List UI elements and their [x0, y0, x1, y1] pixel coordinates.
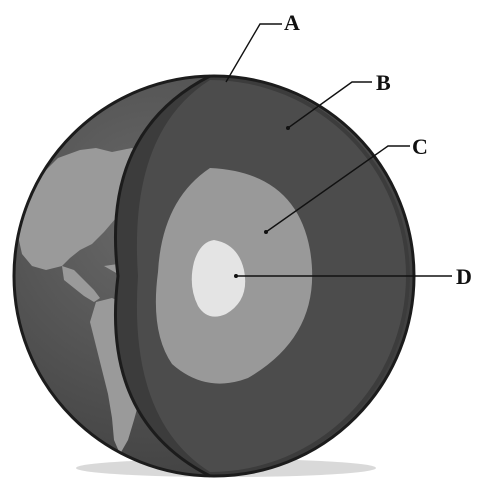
- leader-dot-d: [234, 274, 238, 278]
- label-d: D: [456, 264, 472, 289]
- label-b: B: [376, 70, 391, 95]
- leader-dot-b: [286, 126, 290, 130]
- leader-dot-c: [264, 230, 268, 234]
- label-a: A: [284, 10, 300, 35]
- leader-line-a: [226, 24, 282, 82]
- label-c: C: [412, 134, 428, 159]
